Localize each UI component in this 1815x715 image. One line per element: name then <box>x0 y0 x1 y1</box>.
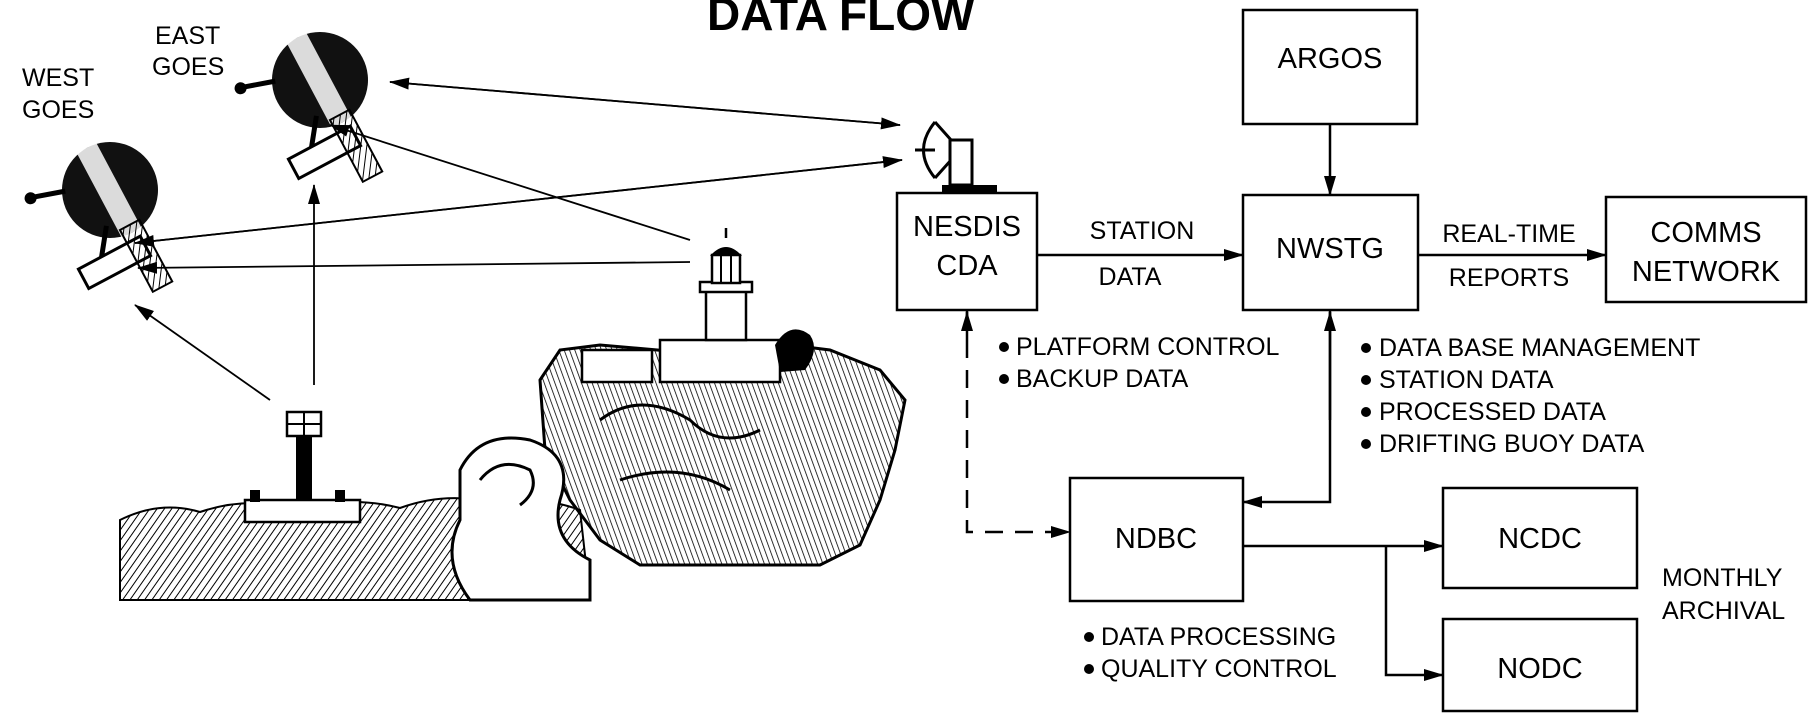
station-data-label-line2: DATA <box>1099 263 1162 291</box>
ndbc-label: NDBC <box>1115 523 1197 555</box>
nodc-label: NODC <box>1497 653 1582 685</box>
monthly-archival-label-line1: MONTHLY <box>1662 564 1783 592</box>
nesdis-label: NESDIS <box>913 211 1021 243</box>
network-label: NETWORK <box>1632 256 1781 288</box>
comms-network-box <box>1604 195 1808 304</box>
east-goes-satellite-icon <box>234 31 384 184</box>
station-data-label-line1: STATION <box>1090 217 1195 245</box>
east-goes-label-line1: EAST <box>155 22 220 50</box>
ncdc-label: NCDC <box>1498 523 1582 555</box>
diagram-title: DATA FLOW <box>707 0 975 40</box>
ndbc-bullet-1: DATA PROCESSING <box>1101 623 1336 651</box>
arrow-lighthouse-to-west-goes <box>137 261 691 274</box>
west-goes-satellite-icon <box>24 142 174 294</box>
satellite-dish-icon <box>915 121 997 193</box>
nodc-box <box>1441 617 1639 713</box>
west-goes-label-line2: GOES <box>22 96 94 124</box>
realtime-reports-label-line1: REAL-TIME <box>1442 220 1575 248</box>
arrow-buoy-to-west-goes <box>134 304 271 401</box>
cda-label: CDA <box>936 250 998 282</box>
ndbc-box <box>1068 476 1245 603</box>
ndbc-bullet-2: QUALITY CONTROL <box>1101 655 1337 683</box>
west-goes-label-line1: WEST <box>22 64 94 92</box>
ncdc-box <box>1441 486 1639 590</box>
realtime-reports-label-line2: REPORTS <box>1449 264 1569 292</box>
ndbc-bullets: DATA PROCESSING QUALITY CONTROL <box>1084 623 1337 683</box>
nwstg-bullet-3: PROCESSED DATA <box>1379 398 1606 426</box>
nwstg-bullets: DATA BASE MANAGEMENT STATION DATA PROCES… <box>1361 334 1700 458</box>
nwstg-label: NWSTG <box>1276 233 1384 265</box>
arrow-lighthouse-to-east-goes <box>329 124 691 241</box>
arrow-ndbc-to-nodc <box>1384 546 1444 681</box>
nesdis-bullets: PLATFORM CONTROL BACKUP DATA <box>999 333 1280 393</box>
argos-label: ARGOS <box>1278 43 1383 75</box>
monthly-archival-label-line2: ARCHIVAL <box>1662 597 1785 625</box>
arrow-dish-from-west <box>134 156 903 244</box>
nesdis-bullet-1: PLATFORM CONTROL <box>1016 333 1280 361</box>
argos-box <box>1241 8 1419 126</box>
east-goes-label-line2: GOES <box>152 53 224 81</box>
nwstg-bullet-2: STATION DATA <box>1379 366 1554 394</box>
arrow-nesdis-ndbc-dashed <box>965 310 1071 538</box>
comms-label: COMMS <box>1650 217 1761 249</box>
nesdis-bullet-2: BACKUP DATA <box>1016 365 1189 393</box>
nwstg-bullet-1: DATA BASE MANAGEMENT <box>1379 334 1700 362</box>
arrow-east-goes-to-dish <box>389 81 901 130</box>
nwstg-bullet-4: DRIFTING BUOY DATA <box>1379 430 1645 458</box>
ocean-scene-illustration <box>119 228 907 602</box>
nesdis-cda-box <box>895 191 1039 312</box>
